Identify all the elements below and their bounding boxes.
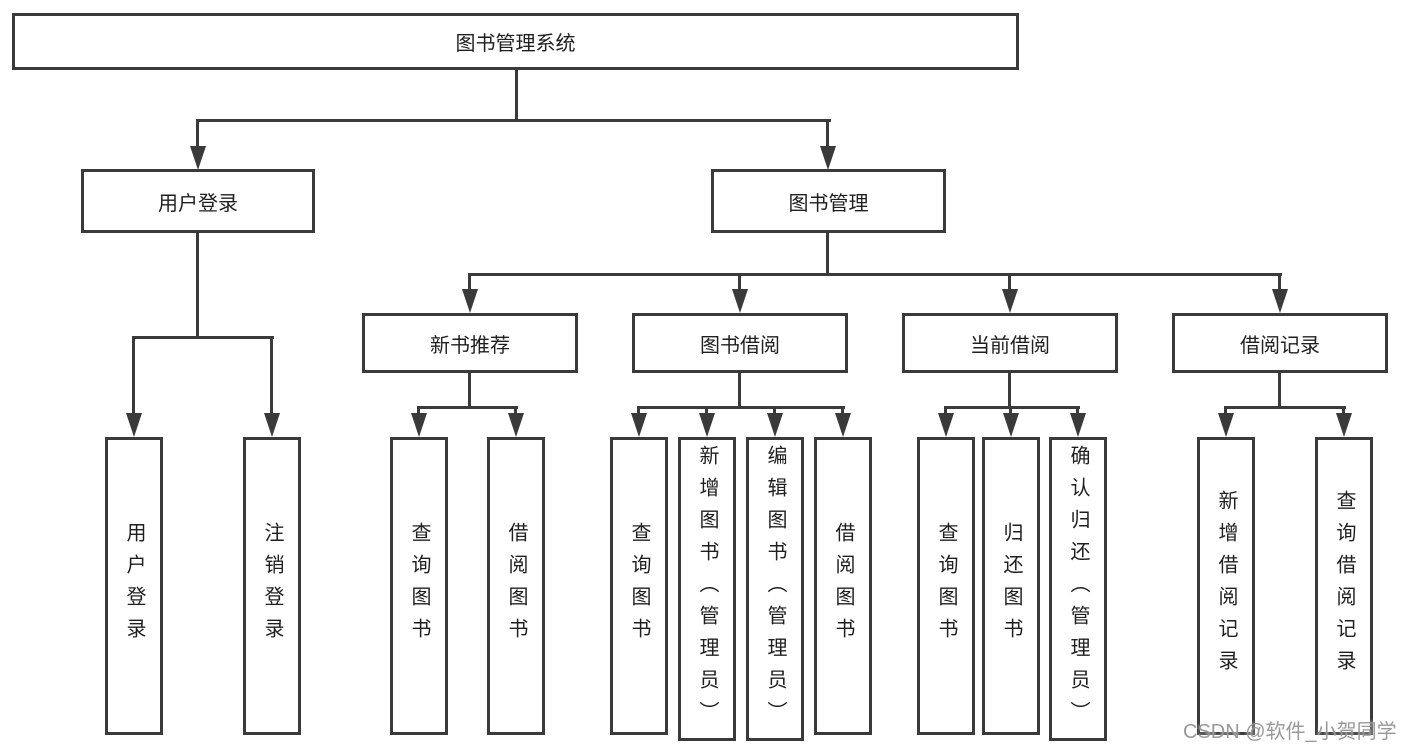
connector-line <box>417 406 518 409</box>
connector-line <box>468 273 1282 276</box>
connector-line <box>826 119 829 152</box>
connector-line <box>417 406 420 418</box>
arrow-down-icon <box>1336 413 1352 437</box>
arrow-down-icon <box>820 146 836 170</box>
connector-line <box>1008 273 1011 295</box>
connector-line <box>738 273 741 295</box>
connector-line <box>468 273 471 295</box>
node-label: 图书借阅 <box>700 334 780 357</box>
leaf-add-book-admin: 新增图书（管理员） <box>678 437 736 741</box>
connector-line <box>132 336 274 339</box>
node-book-management: 图书管理 <box>711 169 946 233</box>
leaf-newbook-borrow-books: 借阅图书 <box>487 437 545 735</box>
connector-line <box>196 119 831 122</box>
node-label: 归还图书 <box>1000 522 1022 650</box>
arrow-down-icon <box>126 413 142 437</box>
arrow-down-icon <box>732 289 748 313</box>
node-label: 用户登录 <box>123 522 145 650</box>
connector-line <box>944 406 947 418</box>
node-label: 图书管理系统 <box>455 33 576 55</box>
leaf-user-login: 用户登录 <box>105 437 163 735</box>
arrow-down-icon <box>767 413 783 437</box>
node-label: 查询图书 <box>408 522 430 650</box>
node-user-login: 用户登录 <box>81 169 315 233</box>
connector-line <box>705 406 708 418</box>
arrow-down-icon <box>1272 289 1288 313</box>
connector-line <box>1008 373 1011 409</box>
node-label: 编辑图书（管理员） <box>764 445 786 733</box>
arrow-down-icon <box>1218 413 1234 437</box>
connector-line <box>196 233 199 339</box>
connector-line <box>1342 406 1345 418</box>
leaf-edit-book-admin: 编辑图书（管理员） <box>746 437 804 741</box>
leaf-newbook-query-books: 查询图书 <box>390 437 448 735</box>
arrow-down-icon <box>699 413 715 437</box>
node-label: 新书推荐 <box>430 334 510 357</box>
leaf-logout: 注销登录 <box>243 437 301 735</box>
arrow-down-icon <box>938 413 954 437</box>
connector-line <box>637 406 640 418</box>
leaf-current-query-books: 查询图书 <box>917 437 975 735</box>
node-label: 借阅记录 <box>1240 334 1320 357</box>
node-borrowing-records: 借阅记录 <box>1172 313 1388 373</box>
connector-line <box>196 119 199 152</box>
connector-line <box>1224 406 1346 409</box>
node-label: 新增借阅记录 <box>1215 490 1237 682</box>
connector-line <box>1278 273 1281 295</box>
connector-line <box>738 373 741 409</box>
leaf-query-borrow-record: 查询借阅记录 <box>1315 437 1373 735</box>
node-label: 查询图书 <box>935 522 957 650</box>
connector-line <box>773 406 776 418</box>
connector-line <box>1009 406 1012 418</box>
arrow-down-icon <box>264 413 280 437</box>
node-new-book-recommendation: 新书推荐 <box>362 313 578 373</box>
connector-line <box>1278 373 1281 409</box>
connector-line <box>826 233 829 276</box>
arrow-down-icon <box>411 413 427 437</box>
arrow-down-icon <box>835 413 851 437</box>
leaf-confirm-return-admin: 确认归还（管理员） <box>1049 437 1107 741</box>
arrow-down-icon <box>1070 413 1086 437</box>
connector-line <box>270 336 273 416</box>
leaf-add-borrow-record: 新增借阅记录 <box>1197 437 1255 735</box>
arrow-down-icon <box>190 146 206 170</box>
leaf-borrow-borrow-books: 借阅图书 <box>814 437 872 735</box>
arrow-down-icon <box>1002 289 1018 313</box>
node-label: 图书管理 <box>788 192 869 215</box>
connector-line <box>132 336 135 416</box>
leaf-borrow-query-books: 查询图书 <box>610 437 668 735</box>
connector-line <box>468 373 471 409</box>
node-library-system: 图书管理系统 <box>12 13 1019 70</box>
node-book-borrowing: 图书借阅 <box>632 313 848 373</box>
connector-line <box>515 70 518 122</box>
arrow-down-icon <box>508 413 524 437</box>
node-label: 查询借阅记录 <box>1333 490 1355 682</box>
node-label: 注销登录 <box>261 522 283 650</box>
connector-line <box>944 406 1080 409</box>
connector-line <box>1076 406 1079 418</box>
connector-line <box>841 406 844 418</box>
connector-line <box>637 406 845 409</box>
node-label: 借阅图书 <box>832 522 854 650</box>
leaf-return-books: 归还图书 <box>982 437 1040 735</box>
node-label: 确认归还（管理员） <box>1067 445 1089 733</box>
csdn-watermark: CSDN @软件_小贺同学 <box>1183 721 1397 743</box>
arrow-down-icon <box>1003 413 1019 437</box>
node-label: 查询图书 <box>628 522 650 650</box>
node-current-borrowing: 当前借阅 <box>902 313 1118 373</box>
arrow-down-icon <box>631 413 647 437</box>
connector-line <box>514 406 517 418</box>
node-label: 借阅图书 <box>505 522 527 650</box>
node-label: 新增图书（管理员） <box>696 445 718 733</box>
node-label: 用户登录 <box>158 192 238 215</box>
connector-line <box>1224 406 1227 418</box>
node-label: 当前借阅 <box>970 334 1050 357</box>
arrow-down-icon <box>462 289 478 313</box>
